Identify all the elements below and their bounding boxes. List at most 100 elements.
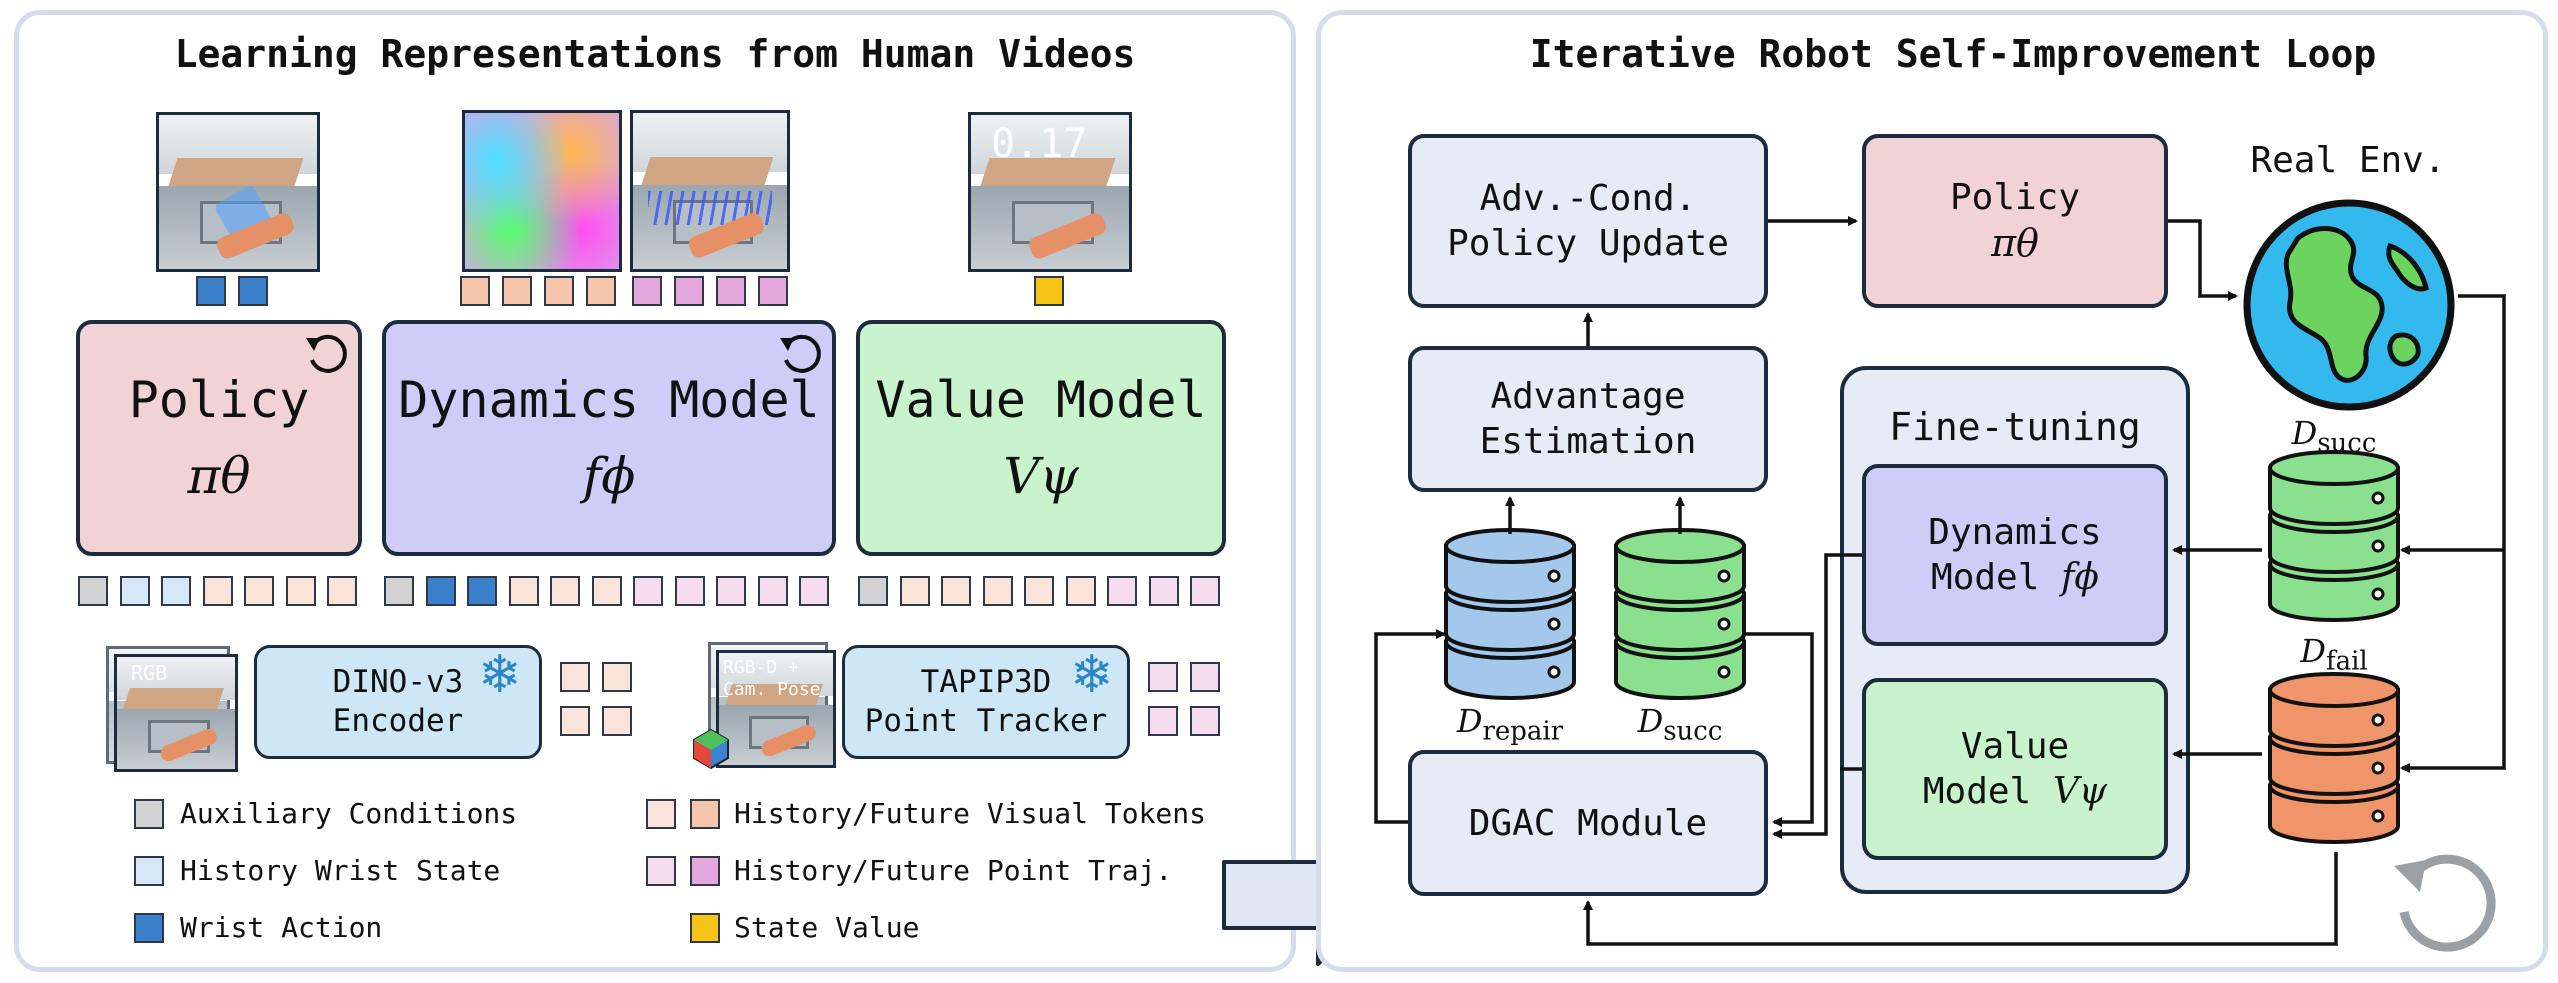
- coordinate-axes-icon: [693, 728, 729, 770]
- database-fail-icon: [2268, 672, 2400, 844]
- arrow-policy-to-env: [2168, 219, 2238, 301]
- input-token: [1190, 576, 1220, 606]
- input-token: [425, 576, 456, 606]
- policy-frame-thumbnail: [156, 112, 320, 272]
- adv-update-line2: Policy Update: [1447, 223, 1729, 264]
- legend-visual-tokens: History/Future Visual Tokens: [734, 797, 1207, 830]
- state-value-token: [1034, 276, 1064, 306]
- value-model-name: Value Model: [875, 370, 1207, 429]
- ft-dynamics-model-box: Dynamics Model fϕ: [1862, 464, 2168, 646]
- legend-swatch-auxiliary: [134, 799, 164, 829]
- input-token: [716, 576, 746, 606]
- policy-name: Policy: [128, 370, 310, 429]
- dataset-label-fail: Dfail: [2300, 632, 2368, 677]
- input-token: [508, 576, 539, 606]
- dataset-label-succ-left: Dsucc: [1637, 702, 1723, 747]
- dino-output-token: [602, 706, 632, 736]
- dynamics-model-box: Dynamics Model fϕ: [382, 320, 836, 556]
- wrist-action-token: [238, 276, 268, 306]
- dino-line2: Encoder: [332, 703, 464, 739]
- refresh-icon: [780, 334, 821, 373]
- legend-swatch-point-history: [646, 856, 676, 886]
- arrow-dynamics-to-dgac: [1772, 553, 1862, 839]
- input-token: [757, 576, 788, 606]
- ft-value-line2: Model Vψ: [1922, 771, 2108, 812]
- rgb-label: RGB: [131, 661, 168, 685]
- visual-future-token: [460, 276, 490, 306]
- flow-feature-thumbnail: [462, 110, 622, 272]
- dataset-label-repair: Drepair: [1456, 702, 1564, 747]
- input-token: [799, 576, 829, 606]
- left-panel-title: Learning Representations from Human Vide…: [174, 32, 1136, 76]
- dino-output-token: [602, 662, 632, 692]
- input-token: [858, 576, 888, 606]
- database-repair-icon: [1444, 528, 1576, 700]
- ft-value-symbol: Vψ: [2052, 771, 2108, 812]
- visual-future-token: [586, 276, 616, 306]
- earth-globe-icon: [2243, 199, 2455, 411]
- input-token: [78, 576, 108, 606]
- visual-future-token: [502, 276, 532, 306]
- policy-symbol: πθ: [187, 447, 251, 505]
- dynamics-model-symbol: fϕ: [582, 447, 636, 505]
- track-frame-thumbnail: [630, 110, 790, 272]
- value-model-box: Value Model Vψ: [856, 320, 1226, 556]
- input-token: [244, 576, 274, 606]
- dgac-label: DGAC Module: [1468, 802, 1708, 844]
- legend-state-value: State Value: [734, 911, 920, 944]
- input-token: [1024, 576, 1054, 606]
- input-token: [327, 576, 357, 606]
- legend-swatch-state-value: [690, 913, 720, 943]
- input-token: [674, 576, 705, 606]
- tracker-output-token: [1148, 662, 1178, 692]
- point-future-token: [674, 276, 704, 306]
- input-token: [1065, 576, 1096, 606]
- tracker-output-token: [1190, 662, 1220, 692]
- input-token: [384, 576, 414, 606]
- dynamics-model-name: Dynamics Model: [398, 370, 820, 429]
- legend-swatch-wrist-state: [134, 856, 164, 886]
- tracker-output-token: [1190, 706, 1220, 736]
- dgac-module-box: DGAC Module: [1408, 750, 1768, 896]
- input-token: [633, 576, 663, 606]
- snowflake-icon: ❄: [1070, 647, 1114, 704]
- ft-dynamics-symbol: fϕ: [2061, 557, 2099, 598]
- ft-dynamics-line2: Model fϕ: [1931, 557, 2099, 598]
- dino-line1: DINO-v3: [332, 664, 464, 701]
- legend-history-wrist-state: History Wrist State: [180, 854, 501, 887]
- policy-box: Policy πθ: [76, 320, 362, 556]
- value-overlay-text: 0.17: [991, 121, 1088, 167]
- policy-right-symbol: πθ: [1991, 220, 2039, 265]
- rgbd-label-2: Cam. Pose: [723, 679, 821, 700]
- dino-output-token: [560, 662, 590, 692]
- input-token: [982, 576, 1013, 606]
- legend-auxiliary-conditions: Auxiliary Conditions: [180, 797, 518, 830]
- advantage-estimation-box: Advantage Estimation: [1408, 346, 1768, 492]
- dataset-label-succ-right: Dsucc: [2291, 414, 2377, 459]
- database-succ-left-icon: [1614, 528, 1746, 700]
- input-token: [941, 576, 971, 606]
- dino-encoder-box: DINO-v3 Encoder: [254, 645, 542, 759]
- legend-swatch-point-future: [690, 856, 720, 886]
- point-future-token: [716, 276, 746, 306]
- input-token: [899, 576, 930, 606]
- rgbd-label-1: RGB-D +: [723, 657, 799, 678]
- legend-wrist-action: Wrist Action: [180, 911, 383, 944]
- rgb-frame-thumbnail: RGB: [114, 654, 238, 772]
- ft-value-line1: Value: [1960, 726, 2070, 767]
- adv-cond-policy-update-box: Adv.-Cond. Policy Update: [1408, 134, 1768, 308]
- legend-swatch-visual-history: [646, 799, 676, 829]
- input-token: [550, 576, 580, 606]
- rgbd-frame-thumbnail: RGB-D + Cam. Pose: [716, 650, 836, 768]
- point-future-token: [758, 276, 788, 306]
- refresh-icon: [306, 334, 347, 373]
- tapip-line1: TAPIP3D: [920, 664, 1052, 701]
- arrow-fail-to-dgac: [1583, 852, 2338, 946]
- visual-future-token: [544, 276, 574, 306]
- value-frame-thumbnail: 0.17: [968, 112, 1132, 272]
- value-model-symbol: Vψ: [1003, 447, 1079, 505]
- tracker-output-token: [1148, 706, 1178, 736]
- loop-icon: [2394, 854, 2496, 952]
